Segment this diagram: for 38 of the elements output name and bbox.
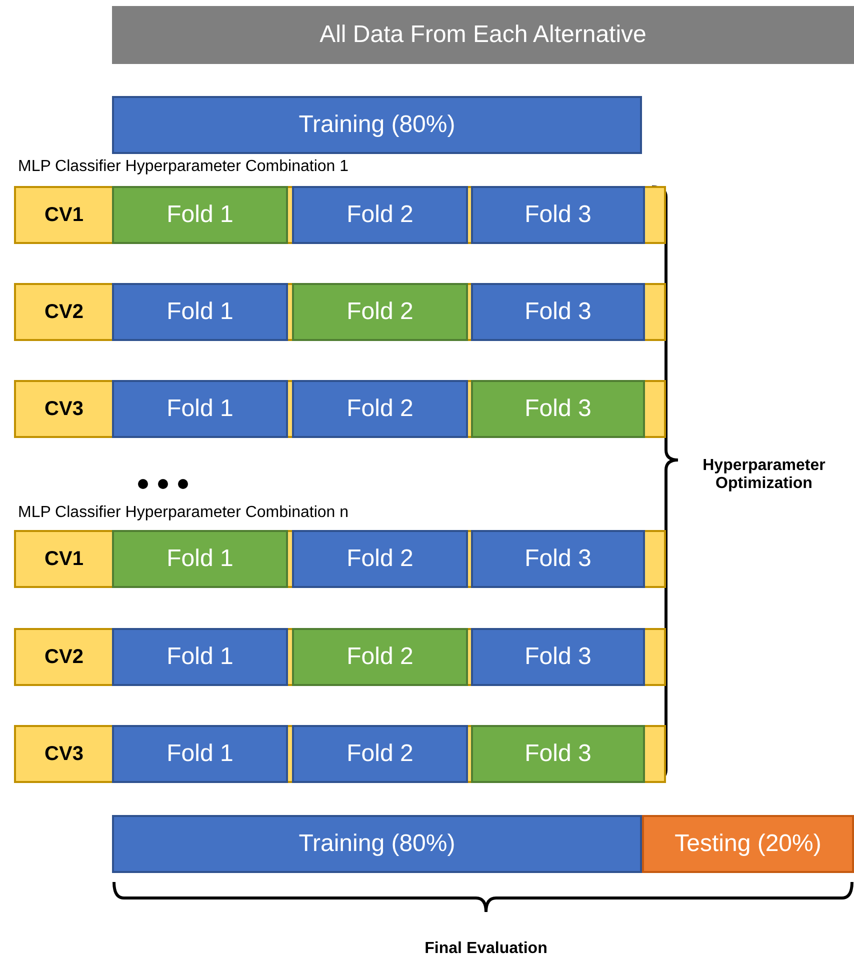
training-fold: Fold 1 xyxy=(112,283,288,341)
validation-fold: Fold 1 xyxy=(112,186,288,244)
cross-validation-row xyxy=(14,628,666,686)
training-fold: Fold 2 xyxy=(292,380,468,438)
training-fold: Fold 3 xyxy=(471,530,645,588)
cross-validation-row xyxy=(14,186,666,244)
row-label: CV1 xyxy=(44,202,84,228)
row-label: CV2 xyxy=(44,300,84,324)
training-fold: Fold 3 xyxy=(471,628,645,686)
validation-fold: Fold 3 xyxy=(471,380,645,438)
validation-fold: Fold 2 xyxy=(292,283,468,341)
training-fold: Fold 3 xyxy=(471,283,645,341)
cross-validation-row xyxy=(14,725,666,783)
row-label: CV2 xyxy=(44,644,84,670)
row-label: CV3 xyxy=(44,396,84,422)
section-heading: MLP Classifier Hyperparameter Combination 1 xyxy=(18,158,349,176)
training-bar: Training (80%) xyxy=(112,815,642,873)
training-fold: Fold 2 xyxy=(292,530,468,588)
validation-fold: Fold 3 xyxy=(471,725,645,783)
validation-fold: Fold 2 xyxy=(292,628,468,686)
training-fold: Fold 2 xyxy=(292,186,468,244)
validation-fold: Fold 1 xyxy=(112,530,288,588)
cross-validation-row xyxy=(14,380,666,438)
training-fold: Fold 1 xyxy=(112,628,288,686)
testing-bar: Testing (20%) xyxy=(642,815,854,873)
training-fold: Fold 1 xyxy=(112,725,288,783)
row-label: CV3 xyxy=(44,742,84,766)
training-fold: Fold 2 xyxy=(292,725,468,783)
data-bar: All Data From Each Alternative xyxy=(112,6,854,64)
cross-validation-row xyxy=(14,283,666,341)
row-label: CV1 xyxy=(44,546,84,572)
training-fold: Fold 3 xyxy=(471,186,645,244)
training-bar: Training (80%) xyxy=(112,96,642,154)
bracket-label: Hyperparameter Optimization xyxy=(702,457,826,493)
training-fold: Fold 1 xyxy=(112,380,288,438)
cross-validation-row xyxy=(14,530,666,588)
section-heading: MLP Classifier Hyperparameter Combination n xyxy=(18,504,349,522)
bracket-label: Final Evaluation xyxy=(424,940,548,958)
